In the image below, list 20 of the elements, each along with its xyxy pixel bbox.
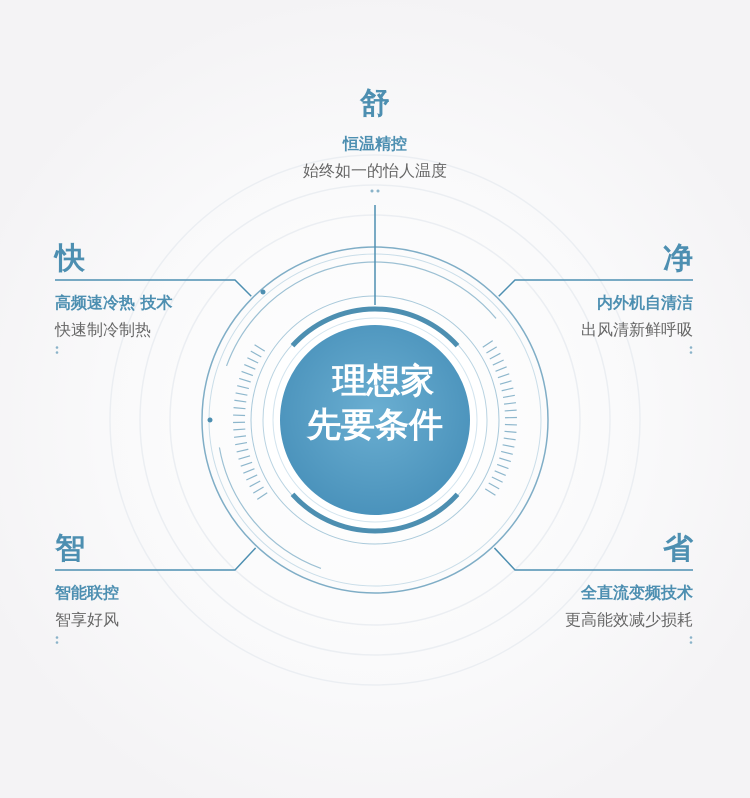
leader-line — [55, 279, 252, 297]
feature-description: 更高能效减少损耗 — [565, 609, 693, 631]
feature-title: 恒温精控 — [343, 133, 407, 155]
feature-description: 智享好风 — [55, 609, 119, 631]
feature-description: 快速制冷制热 — [55, 319, 151, 341]
feature-heading: 舒 — [360, 85, 390, 123]
feature-title: 全直流变频技术 — [581, 582, 693, 604]
leader-line — [498, 279, 693, 297]
feature-heading: 净 — [662, 240, 693, 278]
leader-line — [55, 547, 256, 571]
feature-description: 始终如一的怡人温度 — [303, 160, 447, 182]
feature-title: 智能联控 — [55, 582, 119, 604]
feature-title: 高频速冷热 技术 — [55, 292, 173, 314]
feature-heading: 智 — [55, 530, 86, 568]
feature-description: 出风清新鲜呼吸 — [581, 319, 693, 341]
leader-line — [494, 547, 693, 571]
feature-title: 内外机自清洁 — [597, 292, 693, 314]
feature-heading: 省 — [662, 530, 693, 568]
feature-heading: 快 — [55, 240, 86, 278]
leader-line — [374, 205, 376, 305]
